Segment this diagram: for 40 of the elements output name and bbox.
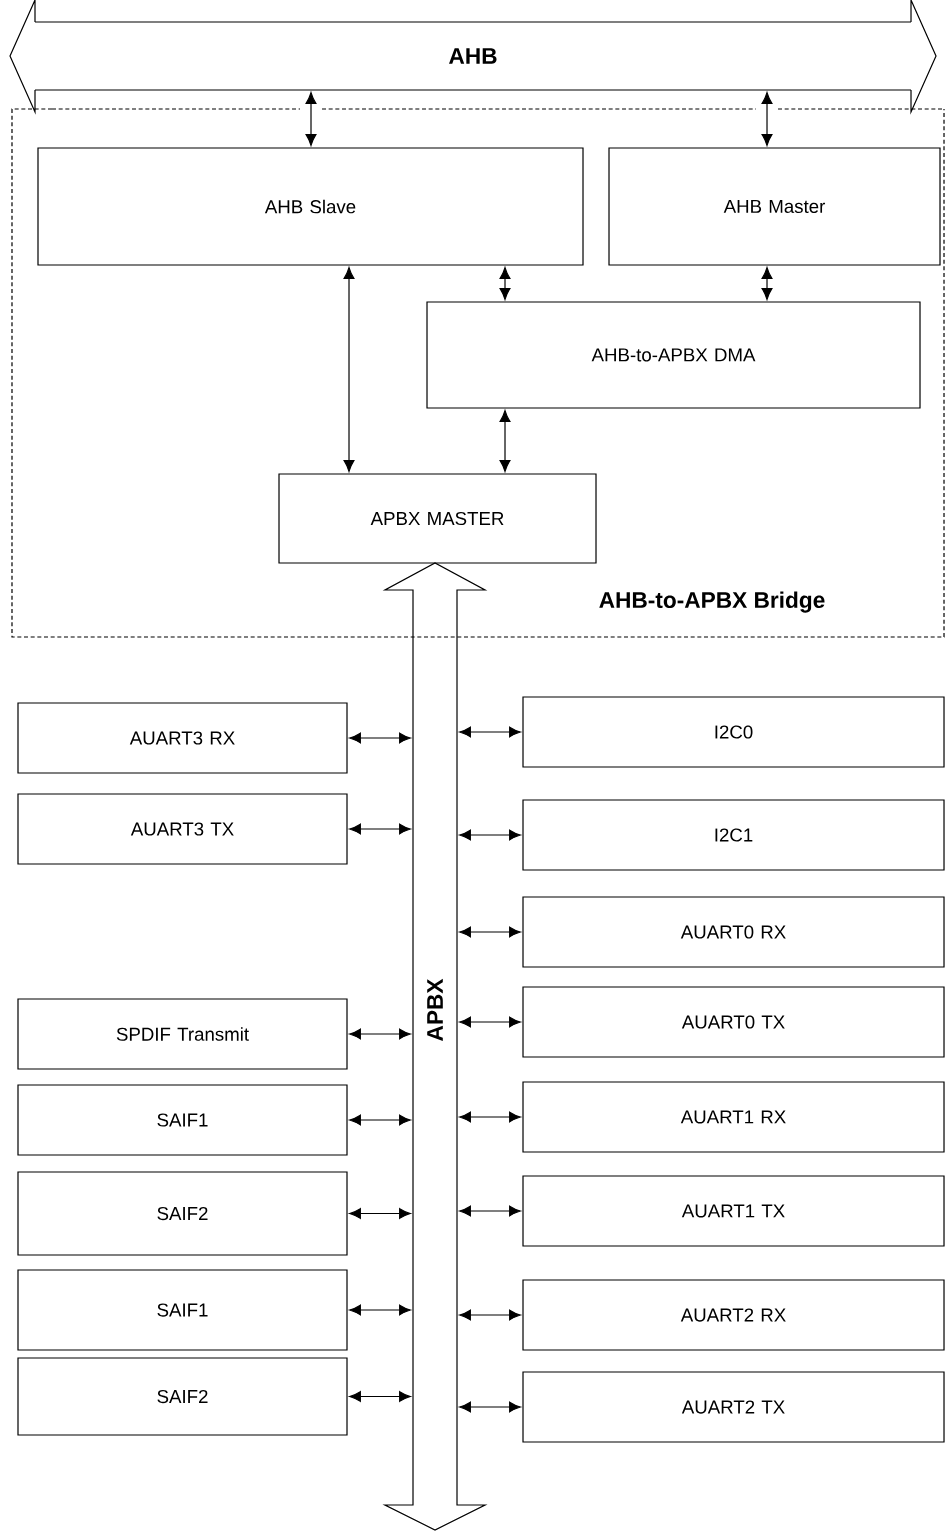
arrow — [459, 1309, 521, 1321]
block-box: AUART3 RX — [17, 702, 348, 774]
block-box: AUART0 RX — [522, 896, 945, 968]
arrow — [761, 267, 773, 300]
arrow — [305, 92, 317, 146]
block-box: AUART1 RX — [522, 1081, 945, 1153]
arrow — [349, 1114, 411, 1126]
arrow — [459, 1111, 521, 1123]
block-box: AUART2 TX — [522, 1371, 945, 1443]
block-box: I2C1 — [522, 799, 945, 871]
block-box: SPDIF Transmit — [17, 998, 348, 1070]
block-box: AHB-to-APBX DMA — [426, 301, 921, 409]
arrow — [343, 267, 355, 472]
block-box: I2C0 — [522, 696, 945, 768]
arrow — [459, 829, 521, 841]
arrow — [349, 823, 411, 835]
block-box: SAIF1 — [17, 1269, 348, 1351]
block-box: SAIF2 — [17, 1357, 348, 1436]
block-box: AUART0 TX — [522, 986, 945, 1058]
block-box: SAIF1 — [17, 1084, 348, 1156]
arrow — [459, 926, 521, 938]
arrow — [349, 1304, 411, 1316]
arrow — [349, 1208, 411, 1219]
arrow — [459, 1205, 521, 1217]
arrow — [349, 732, 411, 744]
block-box: APBX MASTER — [278, 473, 597, 564]
arrow — [459, 726, 521, 738]
block-box: AHB Slave — [37, 147, 584, 266]
arrow — [499, 410, 511, 472]
arrow — [761, 92, 773, 146]
block-box: AUART3 TX — [17, 793, 348, 865]
arrow — [349, 1028, 411, 1040]
arrow — [349, 1391, 411, 1402]
arrow — [459, 1401, 521, 1413]
arrow — [499, 267, 511, 300]
block-box: AHB Master — [608, 147, 941, 266]
arrow — [459, 1016, 521, 1028]
block-box: AUART1 TX — [522, 1175, 945, 1247]
block-box: AUART2 RX — [522, 1279, 945, 1351]
block-box: SAIF2 — [17, 1171, 348, 1256]
